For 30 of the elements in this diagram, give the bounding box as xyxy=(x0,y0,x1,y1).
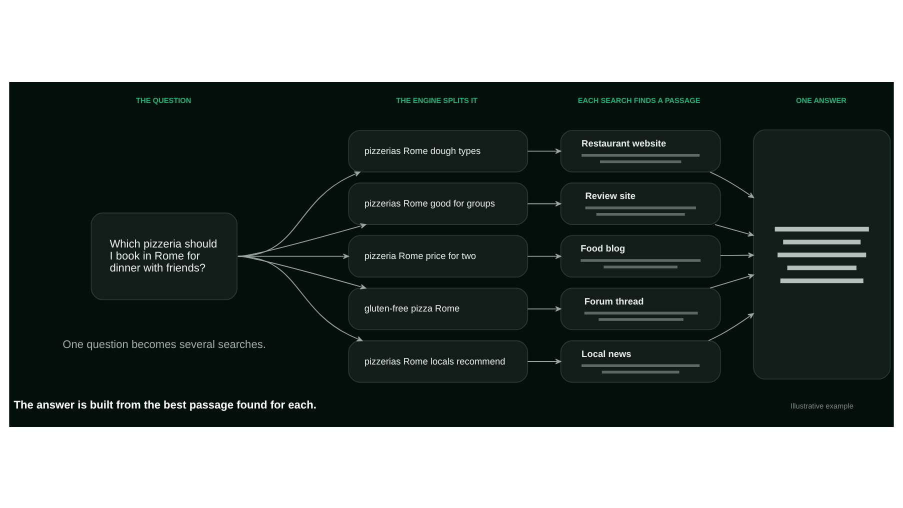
node-box: pizzerias Rome good for groups xyxy=(348,182,528,224)
label: One question becomes several searches. xyxy=(62,338,266,350)
arrow xyxy=(527,358,562,364)
node-box: Food blog xyxy=(560,234,721,278)
node-box: Restaurant website xyxy=(560,129,721,172)
arrow xyxy=(527,148,562,154)
arrow xyxy=(714,224,754,236)
node-box: Forum thread xyxy=(560,287,721,330)
node-box: Review site xyxy=(560,182,721,224)
label: EACH SEARCH FINDS A PASSAGE xyxy=(578,96,700,105)
arrow xyxy=(527,200,562,206)
arrow xyxy=(708,312,754,341)
arrow xyxy=(237,255,363,341)
label: THE QUESTION xyxy=(136,96,192,105)
arrow xyxy=(527,306,562,312)
arrow xyxy=(710,273,754,288)
label: The answer is built from the best passage found for each. xyxy=(14,399,316,412)
arrow xyxy=(710,171,754,198)
node-box: Local news xyxy=(560,340,721,382)
label: THE ENGINE SPLITS IT xyxy=(396,96,478,105)
node-box xyxy=(753,129,891,379)
node-box: pizzerias Rome locals recommend xyxy=(348,340,528,382)
node-box: pizzeria Rome price for two xyxy=(348,234,528,278)
arrow xyxy=(720,252,754,258)
arrow xyxy=(527,253,562,259)
node-box: gluten-free pizza Rome xyxy=(348,287,528,330)
node-box: pizzerias Rome dough types xyxy=(348,129,528,172)
label: Illustrative example xyxy=(790,400,854,410)
label: ONE ANSWER xyxy=(796,96,846,105)
node-box: Which pizzeria should I book in Rome for dinner with friends? xyxy=(90,212,238,300)
